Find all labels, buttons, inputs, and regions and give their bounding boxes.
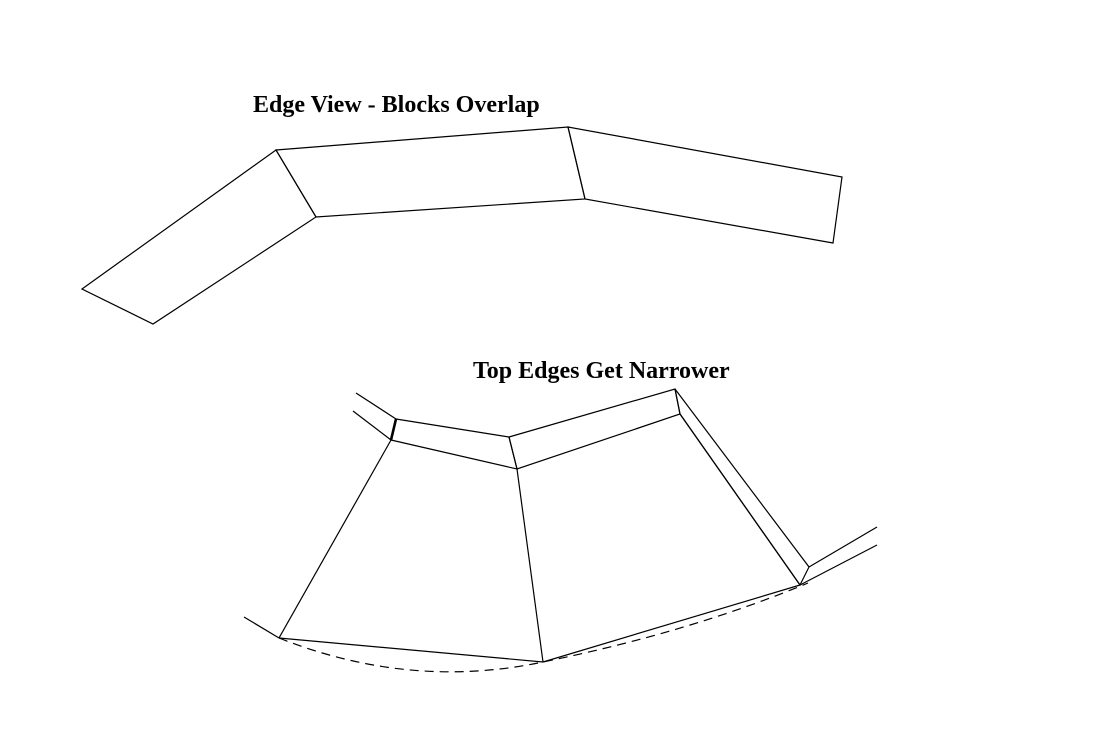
block-1-top-face xyxy=(390,418,518,470)
edge-view-diagram xyxy=(80,126,843,325)
edge-view-block-left xyxy=(80,149,317,325)
top-view-diagram xyxy=(243,388,878,673)
top-view-title: Top Edges Get Narrower xyxy=(473,358,730,384)
edge-view-block-middle xyxy=(274,126,586,218)
right-stub-upper-edge xyxy=(808,526,878,568)
block-2-bottom-edge xyxy=(542,584,801,663)
right-stub-lower-edge xyxy=(799,544,878,586)
block-2-top-face xyxy=(508,388,681,470)
block-1-left-side-edge xyxy=(278,439,392,639)
bottom-left-stub-edge xyxy=(243,616,280,639)
block-1-bottom-edge xyxy=(278,637,544,663)
dashed-reference-arc xyxy=(278,582,809,673)
left-stub-lower-edge xyxy=(352,410,392,441)
edge-view-block-right xyxy=(567,126,843,244)
block-3-top-face xyxy=(674,388,810,587)
left-stub-upper-edge xyxy=(355,392,397,420)
block-1-right-side-edge xyxy=(516,468,544,663)
block-1-thick-corner-edge xyxy=(389,418,398,441)
edge-view-title: Edge View - Blocks Overlap xyxy=(253,92,540,118)
